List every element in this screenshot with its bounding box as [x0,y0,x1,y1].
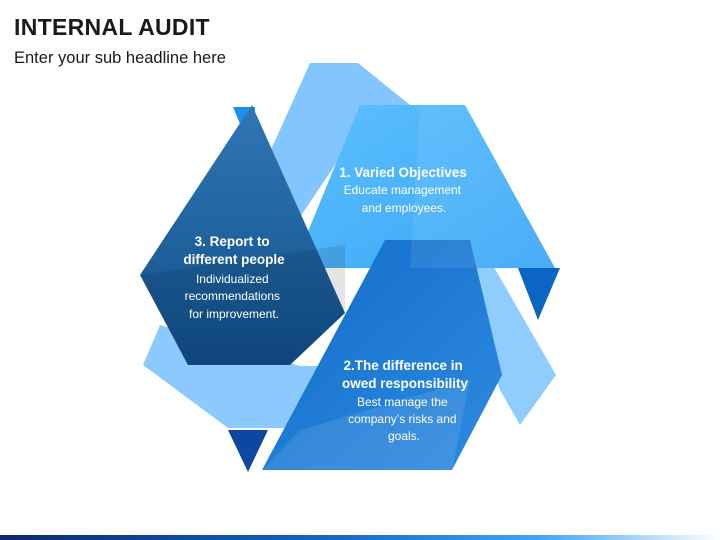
segment-2-body: Best manage the company’s risks and goal… [348,395,460,443]
segment-3-heading-line: different people [183,252,285,267]
segment-1-body-line: Educate management [344,183,462,197]
page-title: INTERNAL AUDIT [14,14,210,40]
band-dark-tip-bottom [228,430,268,472]
segment-2-body-line: company’s risks and [348,412,457,426]
page-subtitle: Enter your sub headline here [14,49,226,67]
segment-2-heading: 2.The difference in owed responsibility [342,358,469,391]
band-dark-tip-right [518,268,560,320]
segment-3-body: Individualized recommendations for impro… [185,272,284,321]
segment-3-body-line: recommendations [185,289,280,303]
segment-2-body-line: Best manage the [357,395,448,409]
segment-3-highlight [140,245,345,365]
segment-3-body-line: Individualized [196,272,269,286]
segment-3-body-line: for improvement. [189,307,279,321]
segment-1-highlight [410,105,555,268]
segment-1-heading-line: 1. Varied Objectives [339,165,467,180]
segment-1-shape [293,105,555,268]
segment-2-heading-line: owed responsibility [342,376,469,391]
segment-1-body: Educate management and employees. [344,183,465,215]
segment-3-heading-line: 3. Report to [195,234,270,249]
footer-accent-bar [0,535,720,540]
segment-1-heading: 1. Varied Objectives [339,165,467,180]
segment-1-body-line: and employees. [362,201,447,215]
segment-2-heading-line: 2.The difference in [343,358,462,373]
segment-3-shape [140,105,345,365]
segment-2-shape [262,240,502,470]
segment-3-heading: 3. Report to different people [183,234,285,267]
segment-2-highlight [262,380,470,470]
segment-2-body-line: goals. [388,429,420,443]
